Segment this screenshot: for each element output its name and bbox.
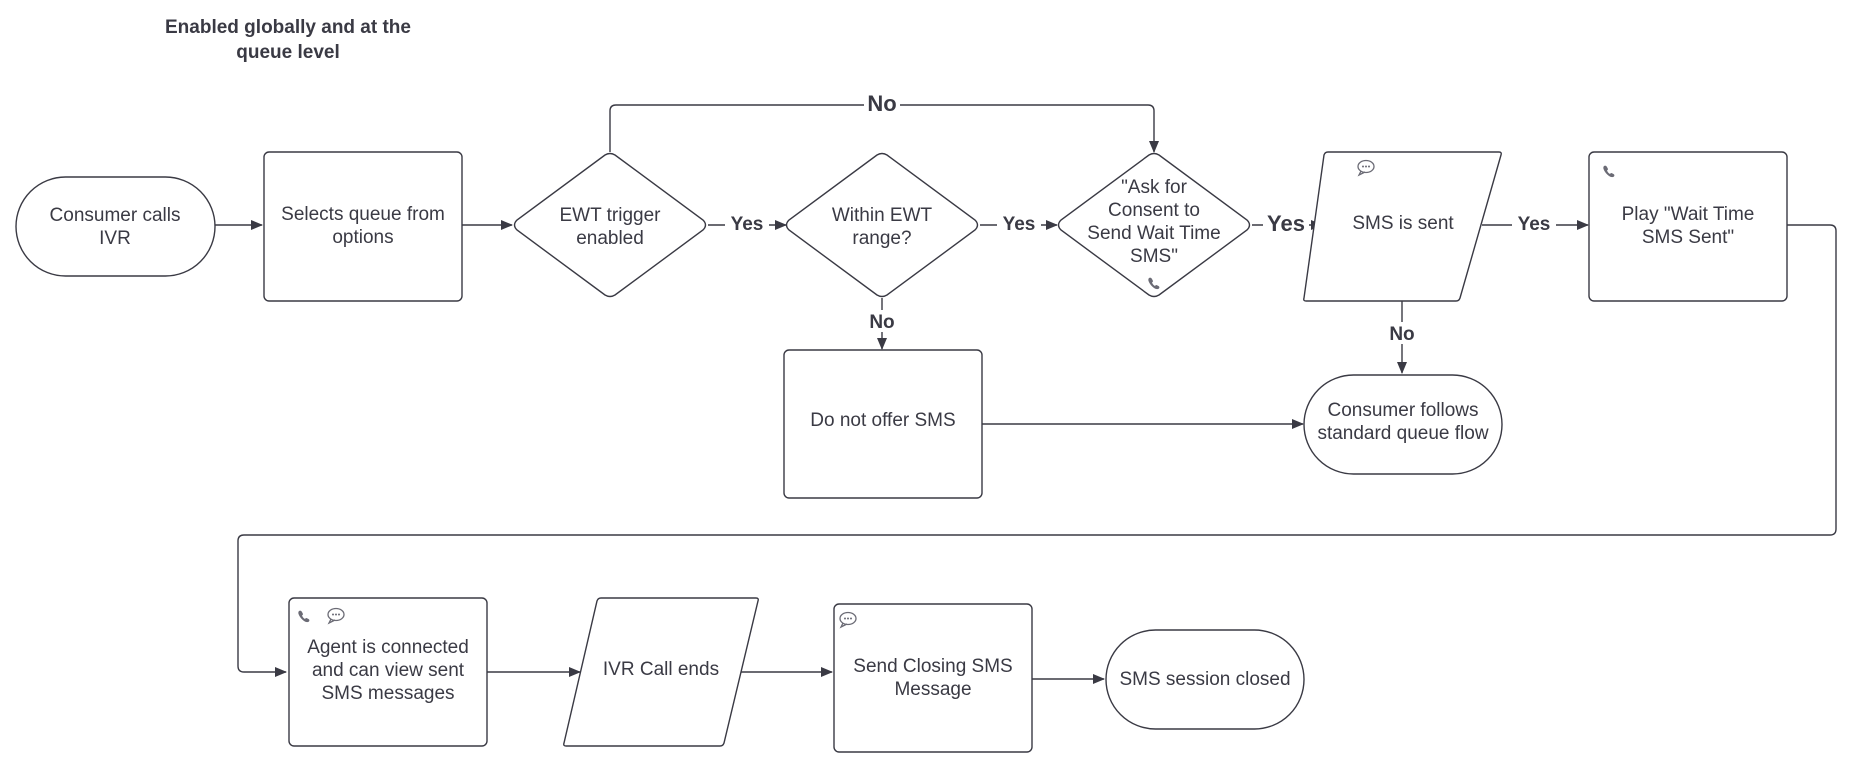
phone-icon bbox=[1603, 165, 1615, 178]
label-within-yes: Yes bbox=[1003, 214, 1036, 235]
phone-icon bbox=[1148, 277, 1160, 290]
node-label: Within EWT bbox=[832, 205, 933, 226]
node-label: SMS" bbox=[1130, 246, 1178, 267]
label-sms-sent-yes: Yes bbox=[1518, 214, 1551, 235]
node-send-closing: Send Closing SMS Message bbox=[833, 603, 1033, 753]
header-line-2: queue level bbox=[236, 42, 340, 63]
node-label: "Ask for bbox=[1121, 177, 1188, 198]
edge-labels: Yes Yes Yes Yes No No No bbox=[725, 91, 1556, 345]
node-do-not-offer: Do not offer SMS bbox=[783, 349, 983, 499]
node-label: enabled bbox=[576, 228, 644, 249]
node-within-ewt: Within EWT range? bbox=[785, 152, 979, 298]
chat-bubble-icon bbox=[327, 607, 345, 625]
node-consumer-follows: Consumer follows standard queue flow bbox=[1303, 374, 1503, 475]
node-label: Send Wait Time bbox=[1087, 223, 1220, 244]
node-ewt-trigger: EWT trigger enabled bbox=[513, 152, 707, 298]
node-selects-queue: Selects queue from options bbox=[263, 151, 463, 302]
node-label: Consumer follows bbox=[1328, 400, 1479, 421]
node-label: SMS Sent" bbox=[1642, 227, 1734, 248]
node-label: Consumer calls bbox=[50, 205, 181, 226]
node-ask-consent: "Ask for Consent to Send Wait Time SMS" bbox=[1057, 152, 1251, 298]
node-label: and can view sent bbox=[312, 660, 465, 681]
chat-bubble-icon bbox=[1357, 159, 1375, 177]
label-within-no: No bbox=[869, 312, 894, 333]
node-play-wait: Play "Wait Time SMS Sent" bbox=[1588, 151, 1788, 302]
node-label: Agent is connected bbox=[307, 637, 469, 658]
node-label: EWT trigger bbox=[559, 205, 661, 226]
node-label: IVR bbox=[99, 228, 131, 249]
edge-play-to-agent bbox=[237, 224, 1837, 677]
header-line-1: Enabled globally and at the bbox=[165, 17, 411, 38]
node-consumer-calls: Consumer calls IVR bbox=[15, 176, 216, 277]
node-label: SMS messages bbox=[321, 683, 454, 704]
node-label: Send Closing SMS bbox=[853, 656, 1012, 677]
node-label: Selects queue from bbox=[281, 204, 445, 225]
node-label: Play "Wait Time bbox=[1622, 204, 1755, 225]
node-label: Do not offer SMS bbox=[810, 410, 955, 431]
node-label: IVR Call ends bbox=[603, 659, 719, 680]
label-sms-sent-no: No bbox=[1389, 324, 1414, 345]
node-sms-sent: SMS is sent bbox=[1303, 151, 1502, 302]
node-label: SMS session closed bbox=[1119, 669, 1290, 690]
node-label: range? bbox=[852, 228, 911, 249]
node-label: Message bbox=[894, 679, 971, 700]
node-label: SMS is sent bbox=[1352, 213, 1454, 234]
label-consent-yes: Yes bbox=[1267, 211, 1305, 236]
chat-bubble-icon bbox=[839, 611, 857, 629]
phone-icon bbox=[298, 610, 310, 623]
node-label: standard queue flow bbox=[1317, 423, 1488, 444]
label-ewt-yes: Yes bbox=[731, 214, 764, 235]
edges bbox=[215, 104, 1837, 684]
node-label: options bbox=[332, 227, 393, 248]
label-top-no: No bbox=[867, 91, 896, 116]
node-ivr-ends: IVR Call ends bbox=[563, 597, 759, 747]
node-agent-connected: Agent is connected and can view sent SMS… bbox=[288, 597, 488, 747]
node-session-closed: SMS session closed bbox=[1105, 629, 1305, 730]
node-label: Consent to bbox=[1108, 200, 1200, 221]
